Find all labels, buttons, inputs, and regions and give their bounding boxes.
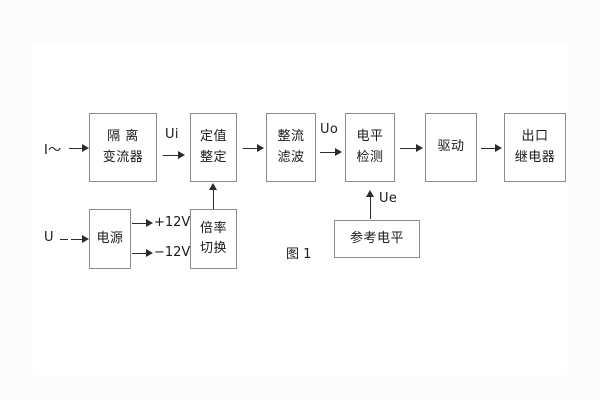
block-setting-value-line2: 整定 xyxy=(199,149,227,165)
arrow-line-multiplier-to-setting xyxy=(213,190,214,209)
signal-label-uo: Uo xyxy=(320,122,339,137)
arrow-head-drive-to-relay xyxy=(495,144,502,152)
arrow-head-isolation-to-setting xyxy=(178,151,185,159)
arrow-head-i-to-isolation xyxy=(82,144,89,152)
arrow-line-u-seg2 xyxy=(71,239,82,240)
arrow-head-multiplier-to-setting xyxy=(209,183,217,190)
signal-label-ue: Ue xyxy=(379,191,398,206)
block-multiplier-switch[interactable]: 倍率 切换 xyxy=(190,209,237,269)
block-isolation-transformer-line1: 隔 离 xyxy=(107,129,139,145)
arrow-head-power-plus12v xyxy=(146,219,153,227)
arrow-line-rectify-to-level xyxy=(320,152,335,153)
arrow-head-u-to-power xyxy=(82,235,89,243)
arrow-line-u-seg1 xyxy=(60,239,68,240)
block-reference-level[interactable]: 参考电平 xyxy=(334,220,420,258)
arrow-line-power-minus12v xyxy=(132,253,146,254)
block-rectify-filter-line2: 滤波 xyxy=(277,149,305,165)
block-drive[interactable]: 驱动 xyxy=(425,113,477,182)
block-isolation-transformer-line2: 变流器 xyxy=(102,149,144,165)
block-multiplier-switch-line1: 倍率 xyxy=(199,220,227,236)
block-setting-value-line1: 定值 xyxy=(199,129,227,145)
power-output-plus12v-label: +12V xyxy=(154,215,191,230)
block-output-relay[interactable]: 出口 继电器 xyxy=(504,113,566,182)
block-output-relay-line2: 继电器 xyxy=(514,149,556,165)
block-power-supply[interactable]: 电源 xyxy=(89,209,131,269)
arrow-line-level-to-drive xyxy=(400,148,416,149)
block-rectify-filter-line1: 整流 xyxy=(277,129,305,145)
block-multiplier-switch-line2: 切换 xyxy=(199,241,227,256)
arrow-line-drive-to-relay xyxy=(481,148,495,149)
arrow-head-reference-to-level xyxy=(366,190,374,197)
signal-label-ui: Ui xyxy=(165,127,179,142)
power-output-minus12v-label: −12V xyxy=(154,245,191,260)
figure-caption: 图 1 xyxy=(286,247,312,262)
arrow-line-power-plus12v xyxy=(132,223,146,224)
block-level-detect-line1: 电平 xyxy=(356,129,384,145)
current-input-label: I～ xyxy=(44,143,62,158)
block-drive-line1: 驱动 xyxy=(437,139,465,155)
block-reference-level-line1: 参考电平 xyxy=(349,230,404,246)
arrow-head-level-to-drive xyxy=(416,144,423,152)
arrow-head-setting-to-rectify xyxy=(257,144,264,152)
block-power-supply-line1: 电源 xyxy=(96,230,124,246)
arrow-line-i-to-isolation xyxy=(69,148,82,149)
arrow-line-isolation-to-setting xyxy=(163,155,178,156)
block-output-relay-line1: 出口 xyxy=(521,129,549,145)
block-level-detect[interactable]: 电平 检测 xyxy=(345,113,395,182)
block-setting-value[interactable]: 定值 整定 xyxy=(190,113,237,182)
block-rectify-filter[interactable]: 整流 滤波 xyxy=(266,113,316,182)
arrow-line-reference-to-level xyxy=(370,197,371,219)
block-isolation-transformer[interactable]: 隔 离 变流器 xyxy=(89,113,157,182)
voltage-input-label: U xyxy=(44,230,54,245)
arrow-head-rectify-to-level xyxy=(335,148,342,156)
arrow-line-setting-to-rectify xyxy=(243,148,257,149)
block-level-detect-line2: 检测 xyxy=(356,149,384,165)
arrow-head-power-minus12v xyxy=(146,249,153,257)
